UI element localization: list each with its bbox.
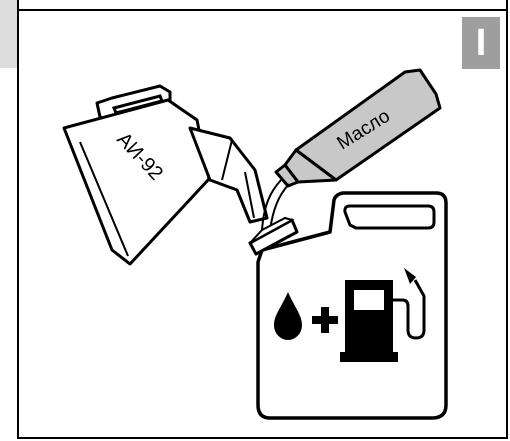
- petrol-can: АИ-92: [64, 86, 267, 264]
- oil-bottle: Масло: [276, 70, 440, 186]
